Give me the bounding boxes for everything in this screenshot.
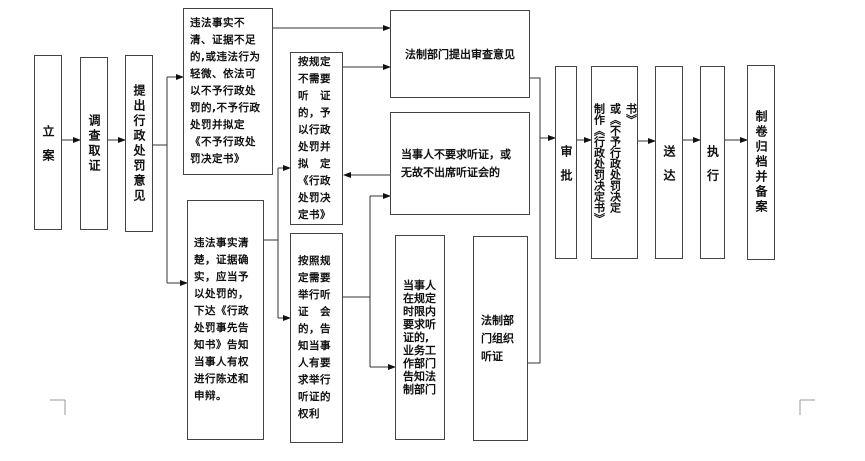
node-approval: 审 批 [555,66,577,259]
node-filing: 立 案 [34,55,62,230]
node-investigation: 调查取证 [80,57,108,230]
node-legal-hearing: 法制部门组织听证 [473,236,528,441]
node-no-hearing-request: 当事人不要求听证，或无故不出席听证会的 [390,112,530,215]
node-archive: 制卷归档并备案 [747,65,775,260]
node-make-decision: 制作《行政处罚决定书》或《不予行政处罚决定书》 [591,66,638,259]
node-hearing-needed: 按照规定需要举行听证 会的，告知当事人有要求举行听证的权利 [290,233,343,443]
node-legal-review: 法制部门提出审查意见 [390,10,530,98]
node-no-hearing-needed: 按规定不需要听 证的，予以行政处罚并拟 定《行政处罚决定书》 [290,52,343,225]
node-no-penalty-case: 违法事实不清、证据不足的,或违法行为轻微、依法可以不予行政处罚的,不予行政处罚并… [183,8,273,175]
node-clear-facts-case: 违法事实清楚，证据确实，应当予以处罚的，下达《行政处罚事先告知书》告知当事人有权… [187,200,264,440]
node-penalty-opinion: 提出行政处罚意见 [125,55,153,232]
node-delivery: 送 达 [655,66,683,259]
node-hearing-request: 当事人在规定时限内要求听证的,业务工作部门告知法制部门 [395,235,445,440]
node-execution: 执 行 [700,66,725,259]
